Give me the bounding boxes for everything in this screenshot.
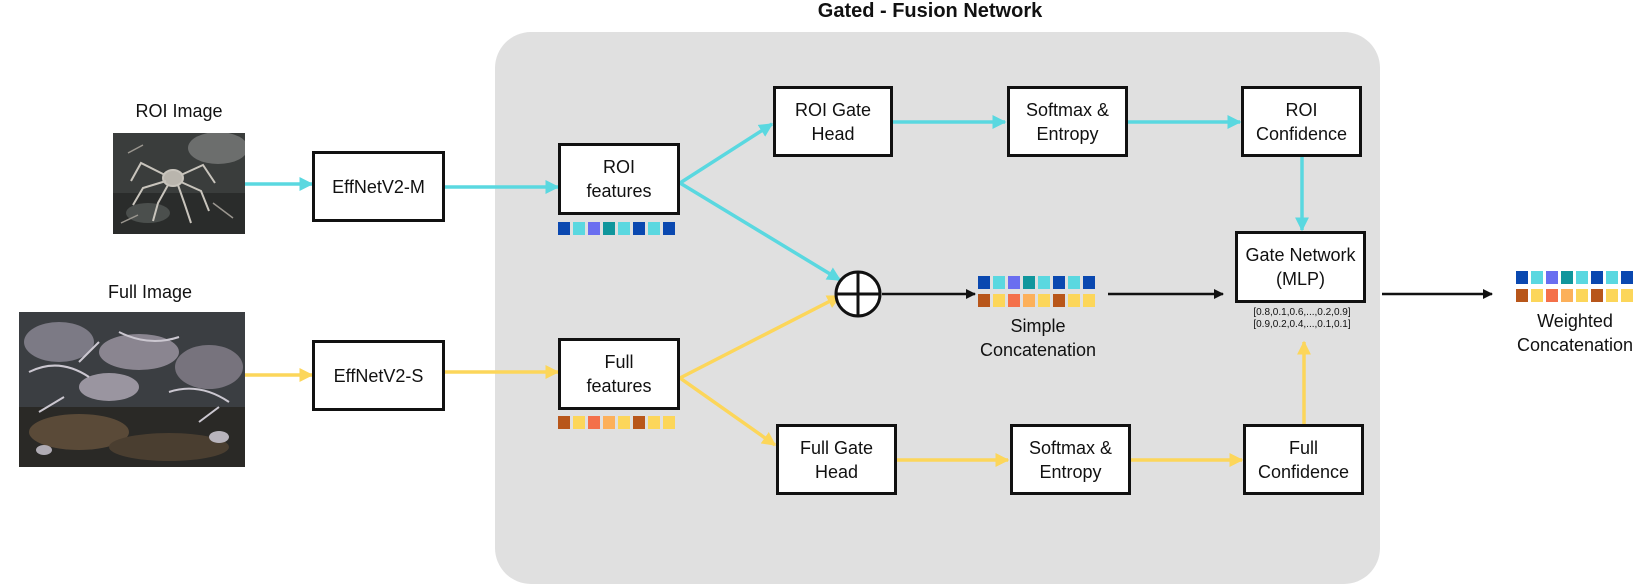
concat-full-cell (1053, 294, 1065, 307)
weighted-full-cell (1621, 289, 1633, 302)
roi-image (113, 133, 245, 234)
full-image-label: Full Image (107, 282, 193, 302)
weighted-roi-cell (1576, 271, 1588, 284)
weighted-roi-cell (1546, 271, 1558, 284)
concat-full-cell (978, 294, 990, 307)
effnetv2-m-block: EffNetV2-M (312, 151, 445, 222)
roi-confidence-block: ROI Confidence (1241, 86, 1362, 157)
weighted-roi-cell (1531, 271, 1543, 284)
arrow-roi-features-to-gate-head (679, 122, 774, 185)
weighted-roi-cell (1621, 271, 1633, 284)
full-feature-cell (633, 416, 645, 429)
concat-roi-cell (1053, 276, 1065, 289)
roi-softmax-entropy-block: Softmax & Entropy (1007, 86, 1128, 157)
simple-concat-vector-roi (978, 276, 1095, 289)
full-features-block: Full features (558, 338, 680, 410)
concat-full-cell (1023, 294, 1035, 307)
concat-roi-cell (1068, 276, 1080, 289)
concat-operator-icon (834, 270, 882, 318)
concat-roi-cell (1008, 276, 1020, 289)
arrow-full-features-to-gate-head (678, 376, 777, 447)
full-feature-cell (618, 416, 630, 429)
roi-feature-cell (603, 222, 615, 235)
simple-concat-vector-full (978, 294, 1095, 307)
weighted-roi-cell (1591, 271, 1603, 284)
full-feature-cell (663, 416, 675, 429)
weighted-full-cell (1576, 289, 1588, 302)
weighted-full-cell (1591, 289, 1603, 302)
concat-roi-cell (993, 276, 1005, 289)
roi-feature-cell (558, 222, 570, 235)
roi-feature-cell (588, 222, 600, 235)
weighted-concat-vector-full (1516, 289, 1633, 302)
weighted-full-cell (1561, 289, 1573, 302)
roi-image-label: ROI Image (135, 101, 223, 121)
concat-full-cell (1083, 294, 1095, 307)
roi-feature-cell (648, 222, 660, 235)
weighted-roi-cell (1516, 271, 1528, 284)
roi-feature-cell (618, 222, 630, 235)
weighted-roi-cell (1606, 271, 1618, 284)
gate-weights-row-2: [0.9,0.2,0.4,...,0.1,0.1] (1253, 319, 1351, 330)
concat-roi-cell (1038, 276, 1050, 289)
concat-roi-cell (978, 276, 990, 289)
effnetv2-s-block: EffNetV2-S (312, 340, 445, 411)
full-gate-head-block: Full Gate Head (776, 424, 897, 495)
weighted-full-cell (1531, 289, 1543, 302)
full-feature-cell (648, 416, 660, 429)
roi-feature-vector (558, 222, 675, 235)
concat-roi-cell (1023, 276, 1035, 289)
concat-full-cell (1038, 294, 1050, 307)
roi-features-block: ROI features (558, 143, 680, 215)
full-feature-cell (558, 416, 570, 429)
weighted-full-cell (1516, 289, 1528, 302)
weighted-concatenation-label: Weighted Concatenation (1516, 311, 1634, 355)
concat-full-cell (993, 294, 1005, 307)
gate-network-block: Gate Network (MLP) (1235, 231, 1366, 303)
weighted-full-cell (1606, 289, 1618, 302)
roi-feature-cell (573, 222, 585, 235)
roi-gate-head-block: ROI Gate Head (773, 86, 893, 157)
simple-concatenation-label: Simple Concatenation (979, 316, 1097, 360)
diagram-title: Gated - Fusion Network (817, 0, 1043, 22)
full-softmax-entropy-block: Softmax & Entropy (1010, 424, 1131, 495)
full-confidence-block: Full Confidence (1243, 424, 1364, 495)
full-feature-cell (588, 416, 600, 429)
gate-weights-row-1: [0.8,0.1,0.6,...,0.2,0.9] (1253, 307, 1351, 318)
concat-full-cell (1068, 294, 1080, 307)
roi-feature-cell (663, 222, 675, 235)
concat-full-cell (1008, 294, 1020, 307)
weighted-concat-vector-roi (1516, 271, 1633, 284)
concat-roi-cell (1083, 276, 1095, 289)
arrow-roi-features-to-fusion (679, 181, 842, 282)
arrow-full-features-to-fusion (679, 294, 842, 380)
full-feature-cell (573, 416, 585, 429)
roi-feature-cell (633, 222, 645, 235)
full-image (19, 312, 245, 467)
weighted-full-cell (1546, 289, 1558, 302)
weighted-roi-cell (1561, 271, 1573, 284)
full-feature-vector (558, 416, 675, 429)
full-feature-cell (603, 416, 615, 429)
